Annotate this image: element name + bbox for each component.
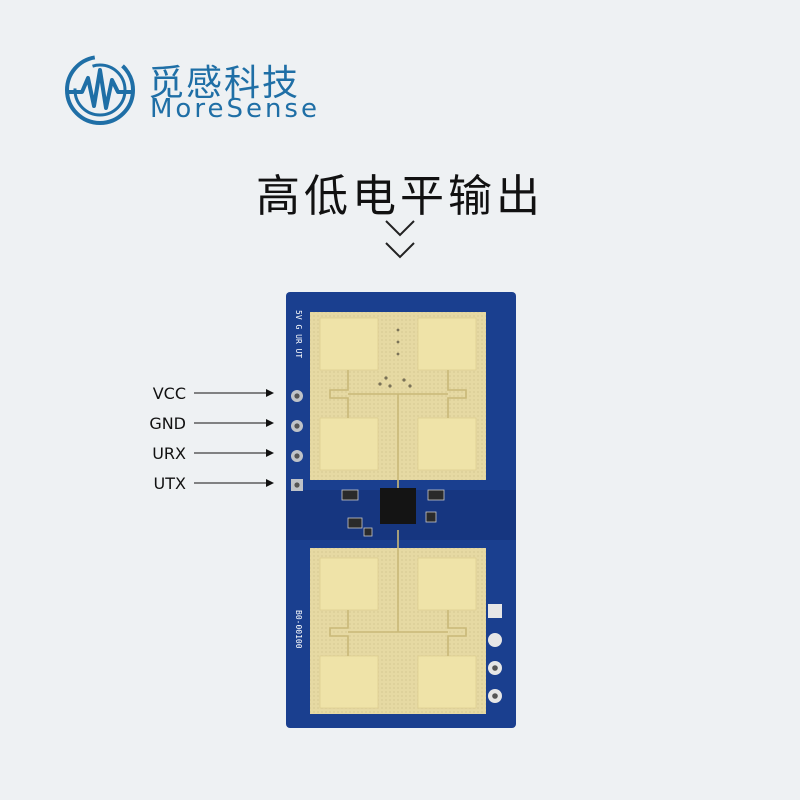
right-header-pads bbox=[488, 604, 502, 703]
brand-name-en: MoreSense bbox=[150, 94, 320, 124]
moresense-logo-icon bbox=[65, 55, 135, 125]
pin-vcc: VCC bbox=[140, 382, 275, 406]
double-chevron-down-icon bbox=[385, 220, 415, 259]
pin-utx: UTX bbox=[140, 472, 275, 496]
arrow-right-icon bbox=[194, 479, 274, 487]
header-pads bbox=[291, 390, 303, 491]
arrow-right-icon bbox=[194, 449, 274, 457]
arrow-right-icon bbox=[194, 419, 274, 427]
pin-label: GND bbox=[149, 414, 186, 433]
pin-label: URX bbox=[152, 444, 186, 463]
pin-urx: URX bbox=[140, 442, 275, 466]
brand-name-cn: 觅感科技 bbox=[148, 63, 301, 104]
silk-model-text: B0-00100 bbox=[294, 610, 303, 649]
brand-logo: 觅感科技 MoreSense bbox=[60, 50, 360, 130]
arrow-right-icon bbox=[194, 389, 274, 397]
radar-chip bbox=[380, 488, 416, 524]
radar-module-board: 5V G UR UT B0-00100 bbox=[286, 292, 516, 728]
silk-pin-text: 5V G UR UT bbox=[294, 310, 303, 358]
page-title: 高低电平输出 bbox=[256, 171, 544, 222]
pin-labels: VCC GND URX UTX bbox=[140, 382, 280, 502]
pin-label: UTX bbox=[153, 474, 186, 493]
pin-label: VCC bbox=[152, 384, 186, 403]
pin-gnd: GND bbox=[140, 412, 275, 436]
